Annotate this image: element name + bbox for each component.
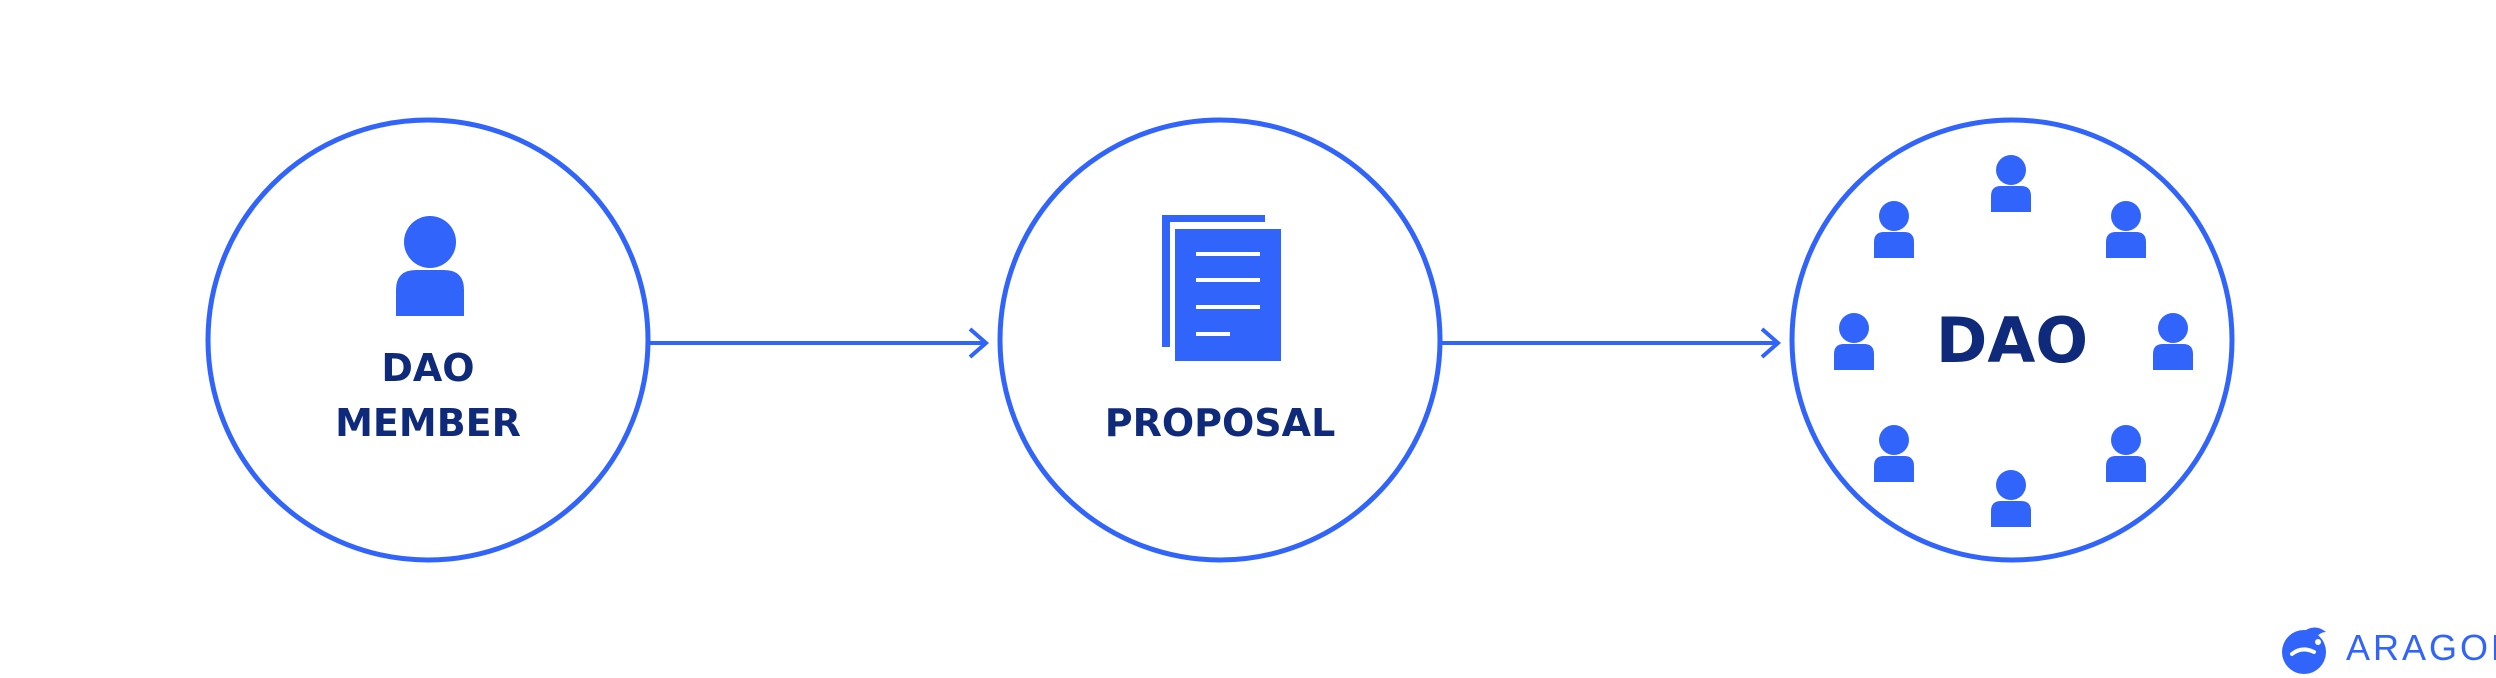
aragon-logo-text: ARAGON — [2346, 627, 2496, 668]
node-member-label-line1: DAO — [381, 346, 474, 390]
node-proposal: PROPOSAL — [997, 117, 1443, 563]
node-proposal-label: PROPOSAL — [1105, 401, 1336, 445]
arrow-proposal-to-dao — [1442, 327, 1782, 359]
aragon-logo-icon — [2282, 627, 2326, 674]
node-proposal-circle — [997, 117, 1443, 563]
person-icon — [396, 216, 464, 316]
node-dao: DAO — [1789, 117, 2235, 563]
document-icon — [1162, 215, 1281, 361]
node-dao-circle — [1789, 117, 2235, 563]
node-member-label-line2: MEMBER — [335, 401, 521, 445]
node-member-circle — [205, 117, 651, 563]
aragon-logo: ARAGON — [2280, 620, 2496, 676]
arrow-member-to-proposal — [650, 327, 990, 359]
node-dao-member: DAO MEMBER — [205, 117, 651, 563]
node-dao-label: DAO — [1936, 304, 2088, 377]
